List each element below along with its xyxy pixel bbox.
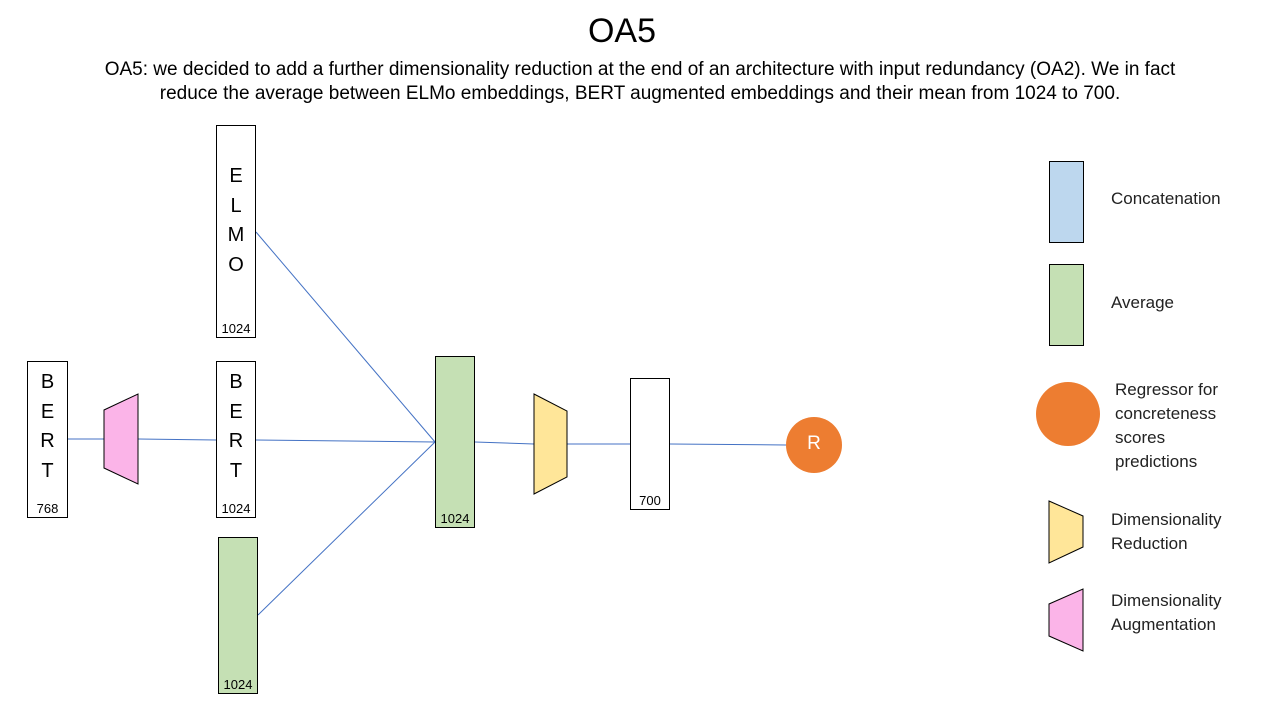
description-line-1: OA5: we decided to add a further dimensi…: [104, 59, 1176, 80]
average-block-dim: 1024: [440, 511, 470, 526]
legend-text-line: Dimensionality: [1111, 591, 1222, 610]
letter: B: [229, 371, 243, 393]
connector-average-to-reduction: [474, 441, 535, 445]
page-description: OA5: we decided to add a further dimensi…: [28, 58, 1252, 106]
average-block: 1024: [435, 356, 475, 528]
dimensionality-augmentation-shape: [103, 393, 139, 485]
legend-text-line: concreteness: [1115, 404, 1217, 423]
connector-augmentation-to-bert: [137, 438, 217, 441]
connector-bert-to-average: [255, 439, 436, 443]
reduced-block: 700: [630, 378, 670, 510]
reduced-block-dim: 700: [639, 493, 661, 508]
elmo-letters: E L M O: [217, 162, 255, 280]
letter: E: [229, 400, 243, 423]
mean-block-dim: 1024: [223, 677, 253, 692]
bert-input-dim: 768: [36, 501, 59, 516]
letter: T: [229, 459, 243, 482]
letter: R: [228, 430, 244, 452]
letter: L: [230, 194, 242, 217]
bert-augmented-letters: B E R T: [217, 368, 255, 486]
letter: B: [40, 371, 55, 393]
legend-augmentation-icon: [1048, 588, 1084, 652]
description-line-2: reduce the average between ELMo embeddin…: [159, 83, 1121, 104]
elmo-dim: 1024: [221, 321, 251, 336]
mean-block: 1024: [218, 537, 258, 694]
legend-concatenation-label: Concatenation: [1111, 189, 1221, 208]
connector-mean-to-average: [257, 441, 436, 616]
dimensionality-reduction-shape: [533, 393, 568, 495]
letter: T: [41, 459, 54, 482]
regressor-label: R: [807, 433, 821, 454]
legend-text-line: Dimensionality: [1111, 510, 1222, 529]
letter: R: [40, 430, 55, 452]
bert-augmented-dim: 1024: [221, 501, 251, 516]
legend-augmentation-label: Dimensionality Augmentation: [1111, 589, 1222, 637]
bert-input-letters: B E R T: [28, 368, 67, 486]
legend-text-line: Augmentation: [1111, 615, 1216, 634]
page-title: OA5: [587, 12, 657, 50]
legend-text-line: scores: [1115, 428, 1166, 447]
letter: E: [229, 165, 243, 187]
bert-augmented-block: B E R T 1024: [216, 361, 256, 518]
legend-reduction-label: Dimensionality Reduction: [1111, 508, 1222, 556]
letter: E: [40, 400, 55, 423]
elmo-block: E L M O 1024: [216, 125, 256, 338]
legend-text-line: predictions: [1115, 452, 1198, 471]
legend-average-label: Average: [1111, 293, 1175, 312]
legend-text-line: Regressor for: [1115, 380, 1218, 399]
legend-text-line: Reduction: [1111, 534, 1188, 553]
legend-regressor-icon: [1036, 382, 1100, 446]
letter: O: [228, 253, 244, 276]
legend-reduction-icon: [1048, 500, 1084, 564]
legend-regressor-label: Regressor for concreteness scores predic…: [1115, 378, 1218, 474]
legend-concatenation-icon: [1049, 161, 1084, 243]
connector-elmo-to-average: [255, 231, 436, 443]
connector-700-to-regressor: [669, 443, 787, 446]
regressor-circle: [786, 417, 842, 473]
legend-average-icon: [1049, 264, 1084, 346]
letter: M: [227, 224, 245, 246]
bert-input-block: B E R T 768: [27, 361, 68, 518]
